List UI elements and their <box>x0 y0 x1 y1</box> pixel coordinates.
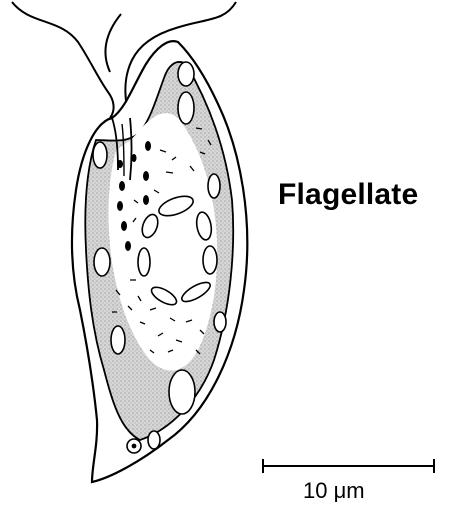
vacuole <box>214 312 226 332</box>
flagellum-top <box>106 14 121 72</box>
vacuole <box>93 142 107 168</box>
scale-bar <box>263 459 434 473</box>
organism-label: Flagellate <box>278 178 418 212</box>
vacuole <box>208 174 220 198</box>
flagellum-left <box>12 2 114 118</box>
vacuole <box>169 370 195 414</box>
vacuole <box>94 248 110 276</box>
posterior-vacuole <box>148 431 160 449</box>
vacuole <box>111 326 125 354</box>
stigma-core <box>132 444 137 449</box>
vacuole <box>178 92 194 124</box>
scale-bar-label: 10 μm <box>303 478 365 504</box>
vacuole <box>178 62 194 86</box>
